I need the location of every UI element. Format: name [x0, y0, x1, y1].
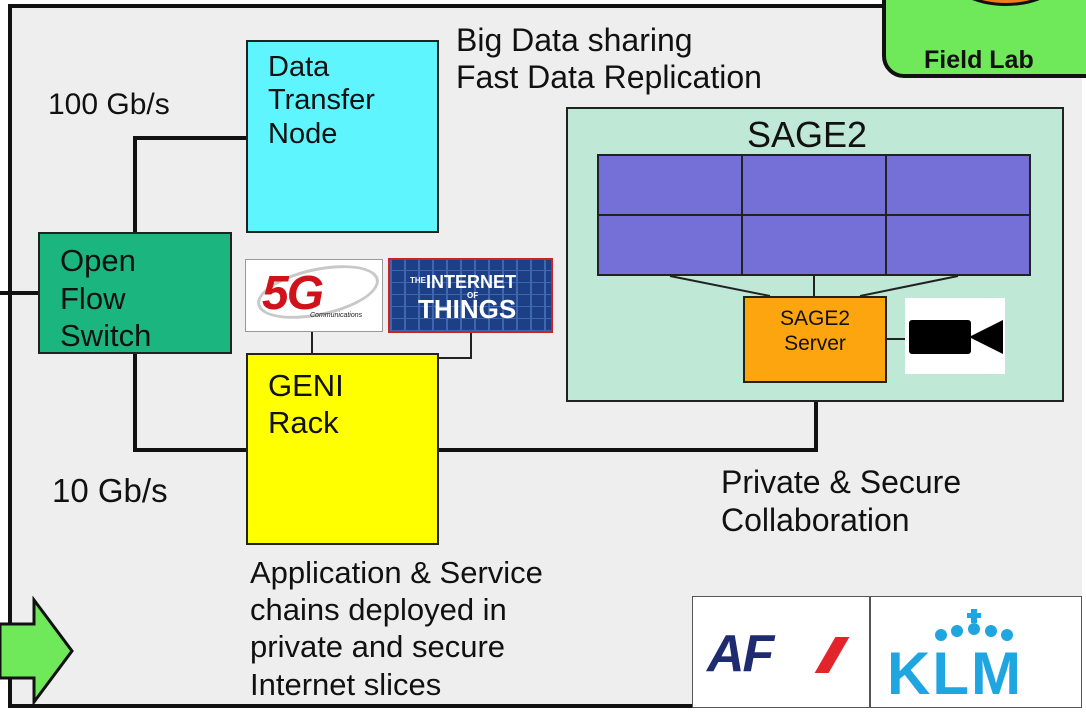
wire-server-to-camera	[887, 338, 907, 340]
wire-5g-to-geni	[311, 330, 313, 355]
klm-text: KLM	[887, 640, 1023, 707]
display-tile-5	[741, 214, 887, 276]
wire-iot-down	[470, 330, 472, 359]
air-france-logo: AF	[692, 596, 870, 708]
sage2-title: SAGE2	[747, 114, 868, 155]
geni-label: GENI Rack	[268, 368, 344, 441]
klm-crown-icon	[935, 609, 1013, 641]
geni-rack: GENI Rack	[246, 353, 439, 545]
wire-to-dtn	[133, 136, 248, 140]
display-tile-4	[597, 214, 743, 276]
field-lab-badge: Field Lab	[882, 0, 1086, 78]
display-tile-2	[741, 154, 887, 216]
open-flow-switch: Open Flow Switch	[38, 232, 232, 354]
klm-logo: KLM	[870, 596, 1082, 708]
left-arrow-icon	[0, 596, 74, 707]
air-france-text: AF	[707, 625, 774, 683]
5g-logo: 5G Communications	[245, 259, 383, 332]
5g-communications-text: Communications	[310, 312, 363, 319]
wire-bottom-to-sage2	[133, 448, 818, 452]
iot-circuit-pattern	[390, 260, 551, 331]
dtn-label: Data Transfer Node	[268, 51, 375, 150]
wire-iot-to-geni	[437, 357, 472, 359]
field-lab-label: Field Lab	[924, 46, 1034, 74]
switch-label: Open Flow Switch	[60, 243, 152, 353]
display-tile-1	[597, 154, 743, 216]
iot-internet: INTERNET	[426, 272, 516, 292]
collaboration-caption: Private & Secure Collaboration	[721, 464, 962, 538]
air-france-stripe-icon	[814, 637, 850, 673]
iot-things: THINGS	[418, 294, 517, 324]
data-transfer-node: Data Transfer Node	[246, 40, 439, 233]
wire-left-input	[0, 291, 40, 295]
iot-the: THE	[410, 276, 426, 285]
iot-logo: THE INTERNET OF THINGS	[388, 258, 553, 333]
application-caption: Application & Service chains deployed in…	[250, 555, 543, 702]
wire-sage2-drop	[814, 400, 818, 452]
sage2-server-label: SAGE2 Server	[779, 307, 851, 356]
camera-icon	[905, 298, 1005, 374]
sage2-server: SAGE2 Server	[743, 296, 887, 383]
iot-of: OF	[467, 291, 479, 300]
bandwidth-100-label: 100 Gb/s	[48, 88, 170, 121]
display-tile-6	[885, 214, 1031, 276]
bandwidth-10-label: 10 Gb/s	[52, 472, 168, 509]
5g-text: 5G	[262, 267, 324, 320]
big-data-caption: Big Data sharing Fast Data Replication	[456, 22, 762, 95]
